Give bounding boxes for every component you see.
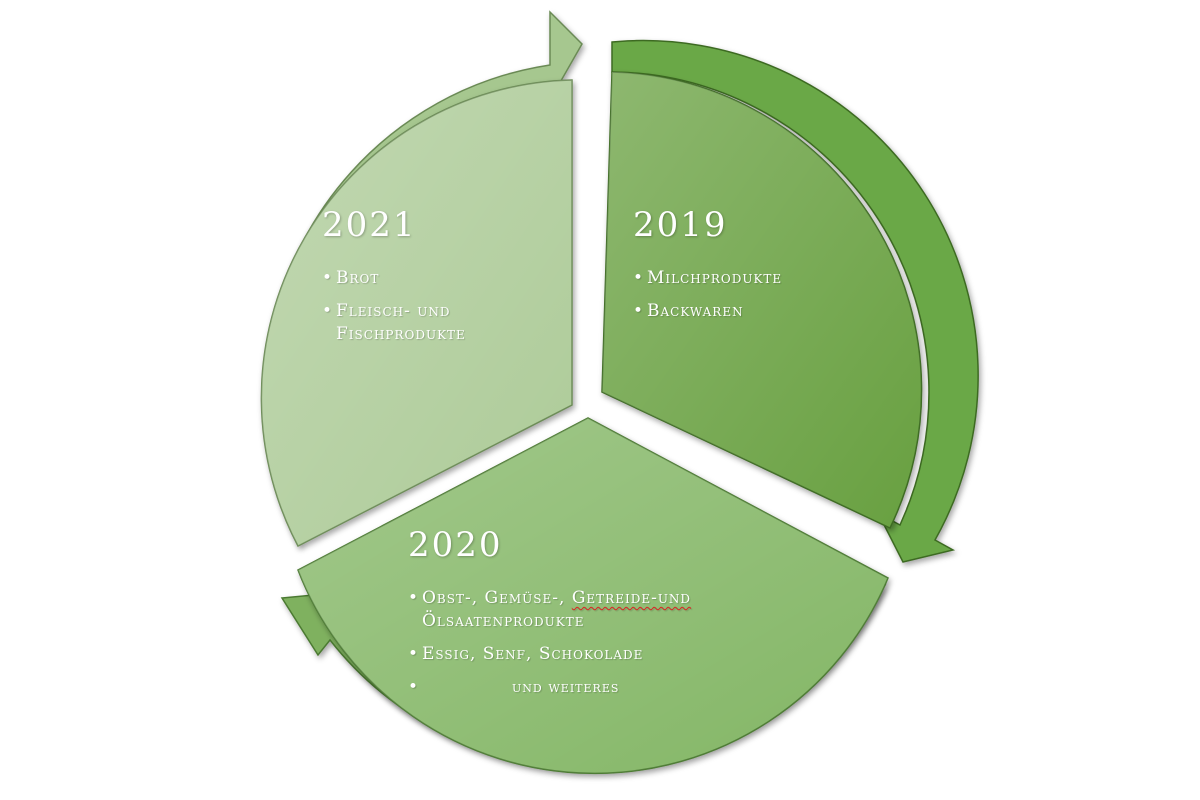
- sector-gloss: [298, 418, 888, 774]
- sector-gloss: [602, 72, 922, 528]
- segment-2019-text: 2019 •Milchprodukte •Backwaren: [633, 205, 782, 333]
- sector-gloss: [261, 80, 572, 546]
- segment-year: 2020: [408, 525, 503, 565]
- segment-year: 2019: [633, 205, 728, 245]
- arrow-2019: [611, 39, 979, 563]
- segment-list: •Milchprodukte •Backwaren: [633, 267, 782, 323]
- list-item: •Backwaren: [633, 301, 744, 321]
- list-item: •Essig, Senf, Schokolade: [408, 644, 644, 664]
- segment-year: 2021: [322, 205, 417, 245]
- list-item: •und weiteres: [408, 677, 620, 697]
- list-item: •Milchprodukte: [633, 268, 783, 288]
- list-item: •Brot: [322, 268, 380, 288]
